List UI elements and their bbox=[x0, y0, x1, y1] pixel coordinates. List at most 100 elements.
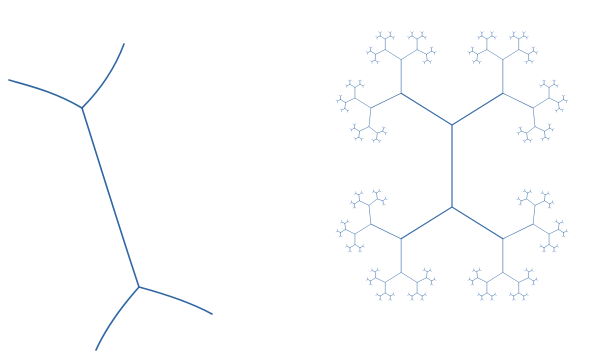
fractal-branch bbox=[347, 222, 349, 223]
fractal-branch bbox=[340, 229, 345, 232]
fractal-branch bbox=[512, 299, 514, 300]
fractal-branch bbox=[525, 270, 527, 271]
fractal-branch bbox=[535, 201, 544, 206]
fractal-branch bbox=[527, 192, 530, 193]
fractal-branch bbox=[487, 36, 492, 39]
fractal-branch bbox=[380, 36, 385, 39]
fractal-branch bbox=[482, 36, 487, 39]
fractal-branch bbox=[345, 246, 347, 247]
fractal-branch bbox=[544, 84, 549, 87]
fractal-branch bbox=[540, 246, 542, 247]
fractal-branch bbox=[544, 245, 549, 248]
fractal-branch bbox=[512, 32, 514, 33]
fractal-branch bbox=[427, 54, 428, 60]
fractal-branch bbox=[544, 251, 546, 252]
fractal-arm bbox=[401, 93, 452, 125]
fractal-branch bbox=[371, 278, 376, 281]
fractal-branch bbox=[359, 195, 360, 201]
fractal-branch bbox=[375, 272, 376, 278]
fractal-branch bbox=[412, 36, 417, 39]
fractal-branch bbox=[487, 272, 503, 282]
fractal-branch bbox=[533, 224, 549, 234]
fractal-branch bbox=[432, 284, 434, 285]
fractal-branch bbox=[564, 95, 566, 96]
fractal-branch bbox=[477, 270, 480, 272]
fractal-branch bbox=[359, 193, 362, 195]
fractal-branch bbox=[412, 32, 414, 33]
fractal-branch bbox=[471, 284, 473, 285]
fractal-branch bbox=[359, 131, 360, 137]
left-central-edge bbox=[82, 108, 139, 287]
fractal-branch bbox=[503, 50, 519, 60]
fractal-branch bbox=[390, 32, 392, 33]
fractal-branch bbox=[526, 60, 529, 62]
fractal-branch bbox=[557, 108, 560, 110]
fractal-branch bbox=[340, 222, 342, 223]
fractal-branch bbox=[422, 299, 424, 300]
fractal-branch bbox=[472, 270, 474, 271]
fractal-branch bbox=[492, 299, 494, 300]
fractal-branch bbox=[371, 47, 373, 48]
fractal-branch bbox=[411, 32, 413, 33]
fractal-branch bbox=[527, 133, 528, 139]
fractal-branch bbox=[521, 204, 522, 205]
fractal-branch bbox=[552, 202, 554, 203]
fractal-branch bbox=[336, 100, 338, 101]
fractal-branch bbox=[550, 124, 552, 125]
fractal-branch bbox=[379, 140, 381, 141]
fractal-branch bbox=[339, 95, 341, 96]
left-lower-branch-right bbox=[139, 287, 212, 314]
fractal-branch bbox=[383, 127, 385, 128]
fractal-branch bbox=[369, 205, 371, 224]
fractal-branch bbox=[380, 293, 385, 296]
fractal-branch bbox=[550, 207, 552, 208]
fractal-branch bbox=[554, 246, 557, 247]
fractal-branch bbox=[519, 293, 524, 296]
fractal-branch bbox=[379, 299, 381, 300]
fractal-branch bbox=[360, 246, 363, 247]
fractal-branch bbox=[532, 284, 534, 285]
fractal-branch bbox=[492, 36, 495, 37]
fractal-branch bbox=[385, 50, 401, 60]
fractal-branch bbox=[425, 60, 428, 62]
fractal-branch bbox=[371, 93, 401, 108]
fractal-branch bbox=[425, 295, 427, 296]
fractal-branch bbox=[511, 295, 514, 296]
fractal-branch bbox=[479, 36, 482, 37]
fractal-branch bbox=[509, 36, 511, 37]
fractal-branch bbox=[369, 127, 377, 133]
fractal-branch bbox=[425, 270, 428, 272]
fractal-branch bbox=[377, 295, 380, 296]
fractal-branch bbox=[430, 47, 432, 48]
fractal-branch bbox=[477, 295, 479, 296]
fractal-branch bbox=[369, 284, 371, 285]
fractal-branch bbox=[521, 199, 527, 201]
fractal-branch bbox=[425, 36, 427, 37]
fractal-branch bbox=[545, 128, 550, 131]
fractal-branch bbox=[528, 51, 533, 54]
fractal-branch bbox=[350, 202, 352, 203]
left-upper-branch-right bbox=[82, 44, 124, 108]
fractal-branch bbox=[528, 278, 533, 281]
fractal-branch bbox=[525, 139, 528, 141]
fractal-branch bbox=[371, 284, 373, 285]
fractal-branch bbox=[345, 98, 354, 103]
fractal-branch bbox=[519, 127, 521, 128]
fractal-branch bbox=[525, 62, 527, 63]
fractal-branch bbox=[477, 36, 479, 37]
fractal-branch bbox=[342, 222, 345, 223]
fractal-branch bbox=[374, 192, 377, 193]
fractal-branch bbox=[340, 236, 342, 237]
fractal-branch bbox=[559, 224, 560, 230]
fractal-branch bbox=[532, 47, 534, 48]
fractal-branch bbox=[549, 229, 558, 234]
fractal-branch bbox=[557, 246, 559, 247]
fractal-branch bbox=[372, 60, 375, 61]
fractal-branch bbox=[523, 191, 525, 192]
fractal-branch bbox=[354, 128, 359, 131]
fractal-branch bbox=[545, 193, 548, 194]
fractal-branch bbox=[385, 199, 387, 200]
fractal-branch bbox=[354, 124, 356, 125]
fractal-branch bbox=[472, 284, 474, 285]
fractal-branch bbox=[422, 36, 425, 37]
